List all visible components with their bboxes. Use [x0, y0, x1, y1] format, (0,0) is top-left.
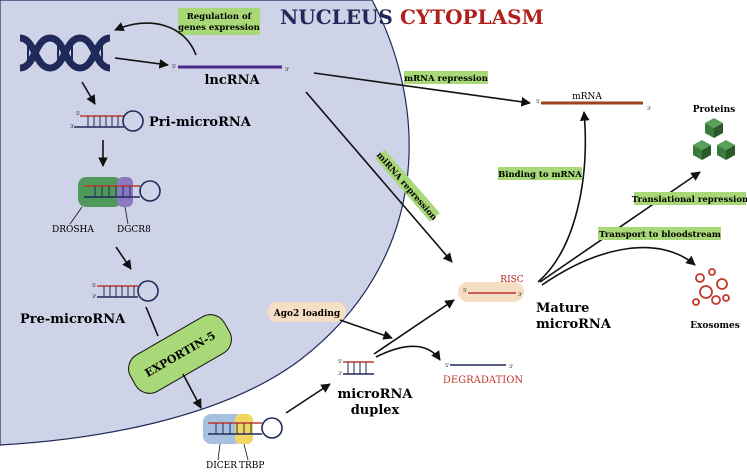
- duplex-to-risc-arrow: [373, 299, 455, 355]
- proteins-label: Proteins: [693, 105, 735, 115]
- regulation-label-line1: Regulation of: [187, 12, 253, 22]
- trbp-pointer: [243, 443, 249, 461]
- ago2-arrow: [339, 319, 393, 340]
- transport-arrow: [541, 246, 696, 286]
- pri-microrna-label: Pri-microRNA: [149, 115, 252, 130]
- svg-text:5': 5': [463, 288, 468, 294]
- risc-label: RISC: [500, 275, 523, 285]
- ago2-loading-badge: [268, 302, 346, 322]
- pre-microrna-hairpin: 5' 3': [92, 280, 159, 302]
- dna-to-lncrna-arrow: [114, 57, 169, 69]
- translational-label-bg: [634, 192, 746, 205]
- duplex-label-line1: microRNA: [338, 387, 414, 402]
- dna-to-pri-arrow: [81, 81, 96, 105]
- transport-label: Transport to bloodstream: [599, 230, 721, 240]
- svg-text:5': 5': [445, 363, 450, 369]
- pri-microrna-hairpin: 5' 3': [70, 110, 144, 132]
- lncrna-label: lncRNA: [204, 73, 260, 88]
- proteins-icon: [693, 118, 735, 160]
- pre-microrna-label: Pre-microRNA: [20, 312, 126, 327]
- drosha-label: DROSHA: [52, 225, 94, 235]
- dgcr8-label: DGCR8: [117, 225, 151, 235]
- drosha-dgcr8-complex: [78, 177, 161, 207]
- lncrna-five-prime: 5': [172, 64, 177, 70]
- dicer-label: DICER: [206, 461, 237, 471]
- lncrna-three-prime: 3': [285, 67, 290, 73]
- degradation-label: DEGRADATION: [443, 375, 524, 386]
- exportin-to-dicer-arrow: [182, 373, 202, 409]
- svg-text:5': 5': [76, 111, 81, 117]
- dgcr8-pointer: [124, 206, 129, 225]
- cytoplasm-title: CYTOPLASM: [400, 5, 544, 29]
- svg-text:3': 3': [338, 371, 343, 377]
- mirna-repression-label-bg: [374, 149, 440, 222]
- binding-arrow: [537, 111, 590, 283]
- dna-icon: [19, 34, 111, 72]
- dicer-trbp-complex: [203, 414, 283, 444]
- regulation-label-bg: [178, 8, 260, 35]
- svg-text:3': 3': [70, 124, 75, 130]
- exportin-5-badge: [128, 314, 232, 394]
- mrna-repression-label: mRNA repression: [404, 74, 488, 84]
- mature-microrna-line2: microRNA: [536, 317, 612, 332]
- svg-text:5': 5': [92, 283, 97, 289]
- svg-text:3': 3': [647, 106, 652, 112]
- mrna-label: mRNA: [572, 92, 602, 102]
- dgcr8-shape: [117, 177, 133, 207]
- nucleus-title: NUCLEUS: [280, 5, 393, 29]
- translational-label: Translational repression: [632, 195, 747, 205]
- transport-label-bg: [598, 227, 721, 240]
- exosomes-label: Exosomes: [690, 321, 740, 331]
- mirna-repression-arrow: [305, 91, 453, 263]
- regulation-arrow: [114, 22, 197, 56]
- svg-text:5': 5': [536, 99, 541, 105]
- svg-text:5': 5': [338, 359, 343, 365]
- drosha-to-pre-arrow: [115, 246, 132, 270]
- trbp-label: TRBP: [239, 461, 264, 471]
- dicer-to-duplex-arrow: [285, 383, 331, 414]
- svg-text:3': 3': [509, 364, 514, 370]
- nucleus-region: [0, 0, 410, 446]
- duplex-label-line2: duplex: [351, 403, 400, 418]
- mrna-repression-label-bg: [404, 71, 488, 84]
- svg-text:3': 3': [518, 292, 523, 298]
- dicer-pointer: [217, 443, 221, 461]
- duplex-to-degradation-arrow: [375, 345, 441, 361]
- svg-text:3': 3': [92, 294, 97, 300]
- regulation-label-line2: genes expression: [178, 23, 260, 33]
- mrna-repression-arrow: [313, 72, 531, 107]
- pre-to-exportin-arrow: [145, 306, 159, 337]
- mature-microrna-line1: Mature: [536, 301, 589, 316]
- binding-label: Binding to mRNA: [498, 170, 582, 180]
- risc-complex: [458, 282, 524, 302]
- binding-label-bg: [498, 167, 582, 180]
- microrna-duplex-shape: 5' 3': [338, 359, 374, 377]
- ago2-loading-label: Ago2 loading: [273, 309, 341, 319]
- exosomes-icon: [692, 268, 730, 306]
- drosha-shape: [78, 177, 122, 207]
- drosha-pointer: [69, 206, 83, 225]
